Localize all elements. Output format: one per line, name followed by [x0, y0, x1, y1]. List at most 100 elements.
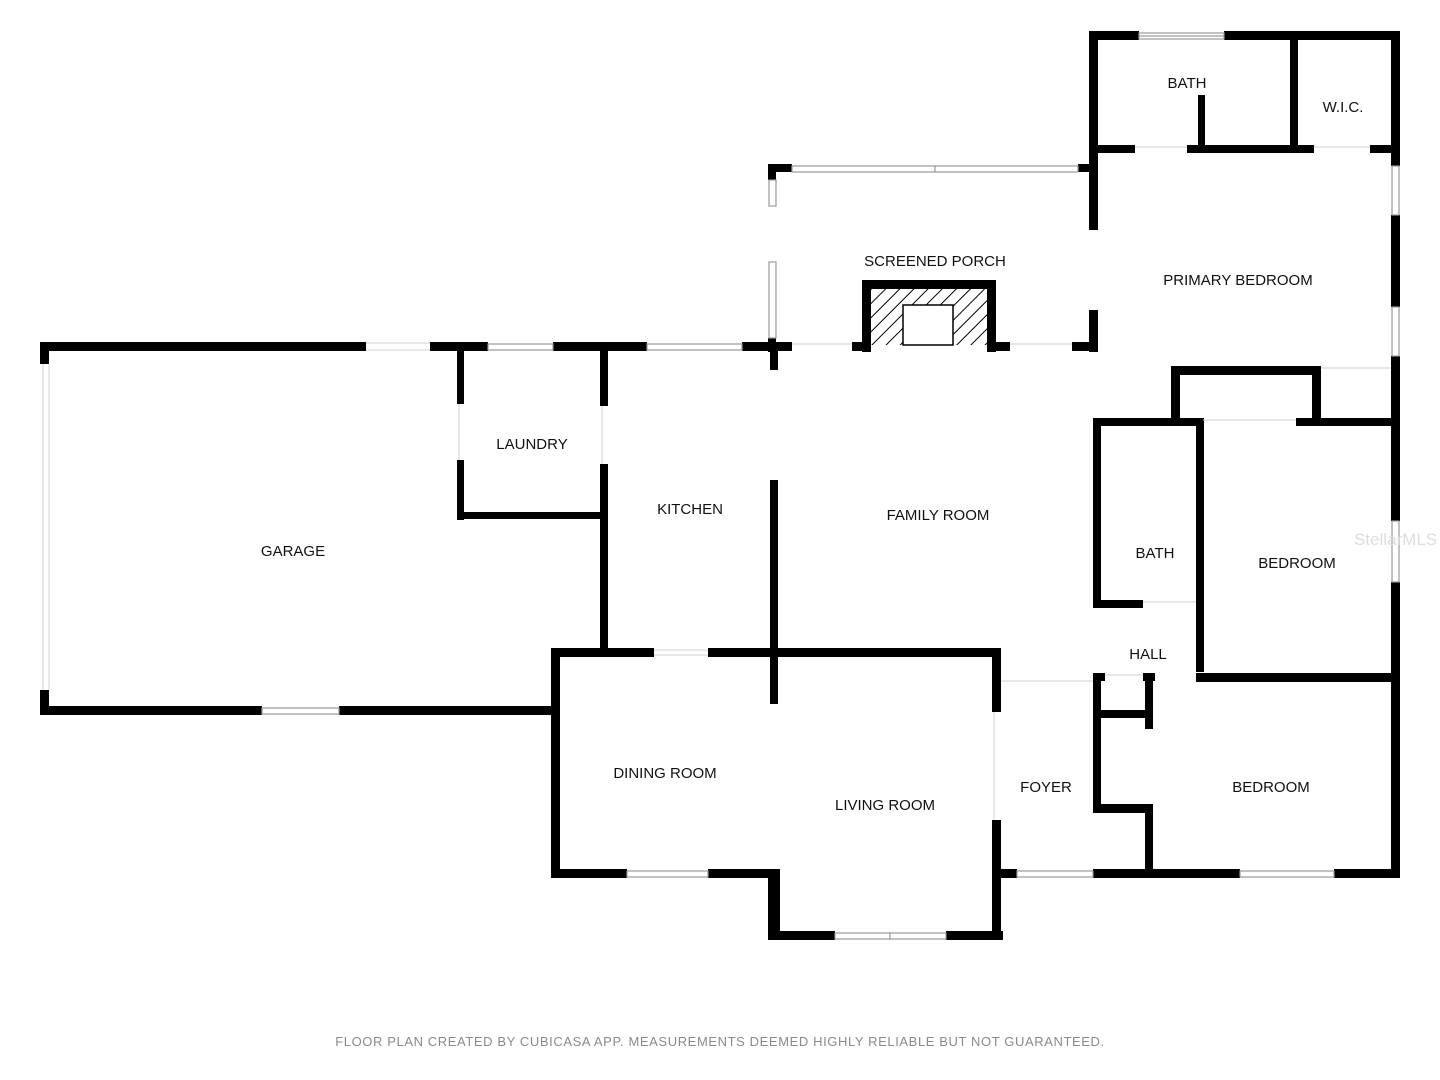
fireplace-wall — [987, 280, 996, 352]
label-bath-primary: BATH — [1168, 75, 1207, 92]
wall — [1187, 145, 1314, 153]
wall — [551, 648, 654, 657]
label-kitchen: KITCHEN — [657, 501, 723, 518]
window — [934, 165, 1079, 173]
label-bath-hall: BATH — [1136, 545, 1175, 562]
window — [768, 261, 777, 339]
wall — [1391, 582, 1400, 878]
label-garage: GARAGE — [261, 543, 325, 560]
wall — [1093, 600, 1143, 608]
wall — [1224, 31, 1400, 40]
wall — [40, 706, 262, 715]
window — [1391, 520, 1400, 583]
wall — [1171, 366, 1180, 421]
wall — [1312, 366, 1321, 421]
label-hall: HALL — [1129, 646, 1167, 663]
window — [1016, 870, 1094, 878]
wall — [600, 342, 608, 406]
wall — [1093, 710, 1153, 718]
wall — [457, 342, 464, 404]
wall — [457, 512, 607, 519]
window — [646, 343, 743, 351]
wall — [551, 869, 627, 878]
label-bedroom-2: BEDROOM — [1258, 555, 1336, 572]
wall — [1145, 673, 1153, 729]
wall — [1089, 31, 1139, 40]
wall — [1296, 418, 1400, 426]
wall — [1196, 418, 1204, 672]
wall — [768, 164, 776, 180]
window — [834, 932, 891, 940]
wall — [1078, 164, 1098, 172]
wall — [768, 164, 792, 172]
fireplace-firebox — [902, 304, 954, 346]
fireplace-wall — [862, 280, 996, 289]
wall — [1198, 95, 1205, 153]
wall — [1089, 145, 1135, 153]
window — [1391, 306, 1400, 357]
label-family-room: FAMILY ROOM — [887, 507, 990, 524]
wall — [1196, 673, 1400, 682]
label-bedroom-3: BEDROOM — [1232, 779, 1310, 796]
window — [889, 932, 947, 940]
label-living-room: LIVING ROOM — [835, 797, 935, 814]
label-primary-bedroom: PRIMARY BEDROOM — [1163, 272, 1312, 289]
wall — [1391, 31, 1400, 166]
wall — [1072, 342, 1098, 351]
wall — [1093, 804, 1153, 813]
wall — [946, 931, 1003, 940]
label-screened-porch: SCREENED PORCH — [864, 253, 1006, 270]
wall — [987, 342, 1010, 351]
wall — [600, 464, 608, 654]
wall — [1334, 869, 1400, 878]
openings — [42, 146, 1391, 820]
label-dining-room: DINING ROOM — [613, 765, 716, 782]
wall — [457, 460, 464, 520]
window — [1239, 870, 1335, 878]
wall — [992, 648, 1001, 712]
wall — [1391, 356, 1400, 521]
footer-disclaimer: FLOOR PLAN CREATED BY CUBICASA APP. MEAS… — [335, 1034, 1105, 1049]
wall — [1089, 31, 1098, 230]
wall — [1391, 215, 1400, 307]
wall — [742, 342, 792, 351]
wall — [770, 480, 778, 704]
wall — [770, 342, 778, 370]
wall — [852, 342, 871, 351]
wall — [40, 342, 49, 364]
wall — [1290, 31, 1298, 153]
wall — [1093, 673, 1101, 813]
wall — [708, 648, 1000, 657]
window — [261, 707, 340, 715]
fireplace-wall — [862, 280, 871, 352]
room-labels: BATH W.I.C. SCREENED PORCH PRIMARY BEDRO… — [261, 75, 1364, 814]
wall — [1370, 145, 1400, 153]
wall — [1093, 418, 1101, 608]
wall — [768, 931, 835, 940]
walls — [40, 31, 1400, 940]
window — [487, 343, 554, 351]
watermark: StellarMLS — [1354, 530, 1438, 549]
wall — [1093, 418, 1203, 426]
windows — [261, 32, 1400, 940]
wall — [992, 869, 1017, 878]
label-laundry: LAUNDRY — [496, 436, 567, 453]
wall — [551, 648, 560, 878]
wall — [1093, 869, 1240, 878]
wall — [992, 820, 1001, 940]
wall — [1171, 366, 1321, 375]
wall — [708, 869, 780, 878]
label-wic: W.I.C. — [1323, 99, 1364, 116]
window — [626, 870, 709, 878]
window — [791, 165, 936, 173]
window — [768, 179, 777, 207]
wall — [339, 706, 559, 715]
wall — [768, 869, 780, 940]
wall — [1145, 804, 1153, 878]
wall — [1089, 310, 1098, 352]
wall — [40, 690, 49, 715]
window — [1391, 165, 1400, 216]
label-foyer: FOYER — [1020, 779, 1072, 796]
wall — [40, 342, 366, 351]
